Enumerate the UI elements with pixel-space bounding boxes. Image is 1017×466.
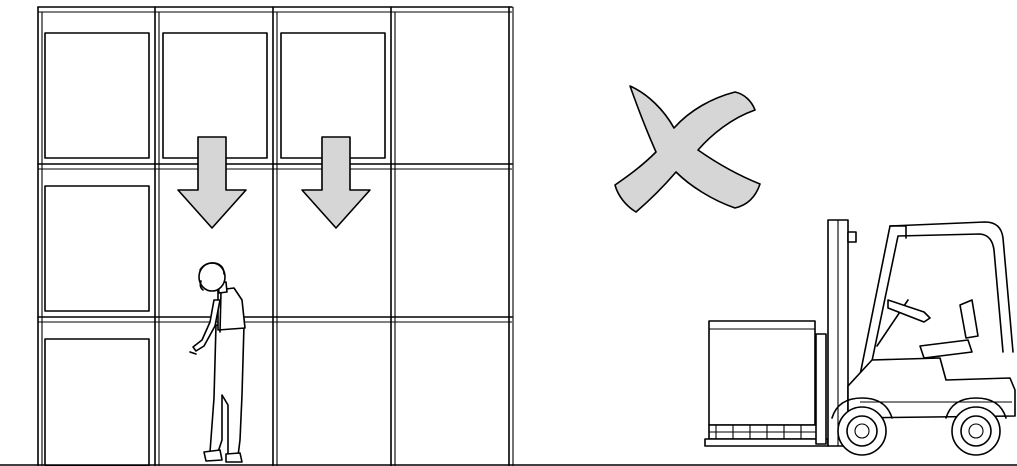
falling-load-arrow-icon <box>178 137 370 228</box>
pedestrian-icon <box>190 263 245 462</box>
cross-mark-icon <box>615 86 760 212</box>
forklift-icon <box>705 220 1015 455</box>
